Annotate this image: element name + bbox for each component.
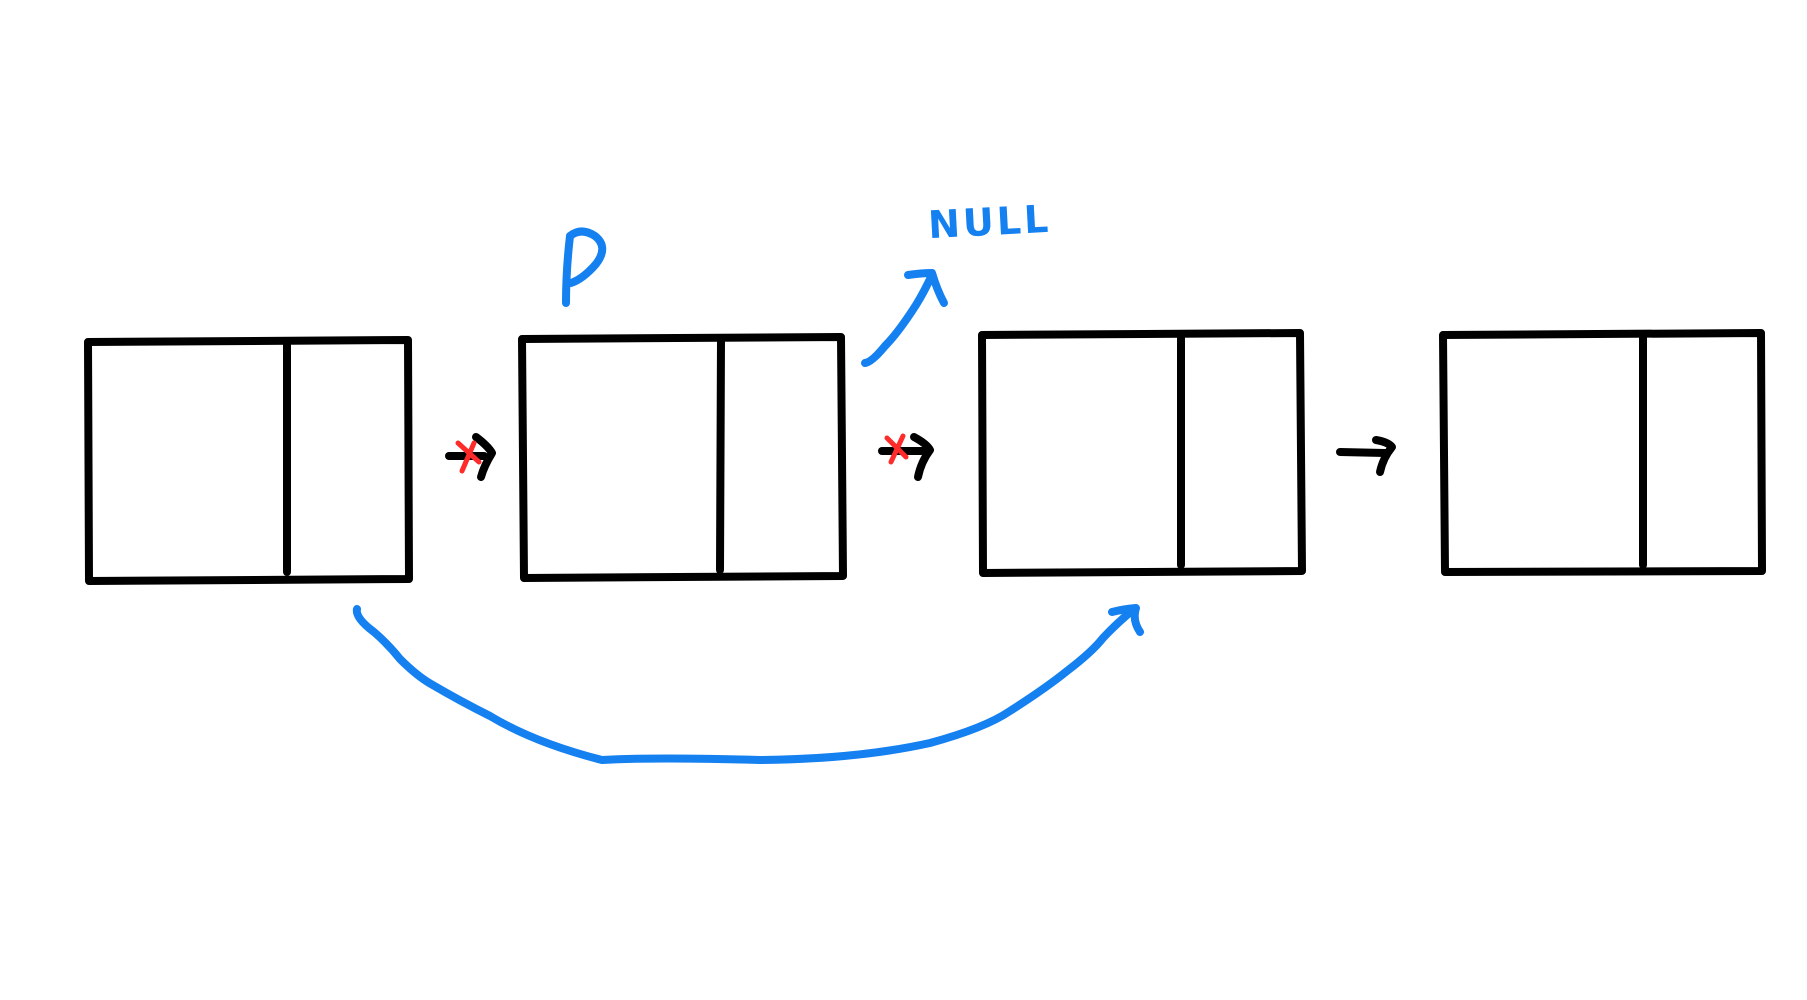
list-node-1	[84, 336, 413, 585]
list-node-3	[978, 329, 1306, 577]
null-label: NULL	[927, 197, 1052, 247]
node-1-box	[84, 336, 413, 585]
bypass-arrow-node1-to-node3	[352, 604, 1144, 764]
pointer-p-label	[562, 227, 607, 307]
node-2-box	[518, 333, 847, 582]
list-node-4	[1439, 329, 1766, 576]
pointer-p-text: P	[552, 302, 558, 313]
cross-mark-1	[455, 440, 482, 474]
node-4-box	[1439, 329, 1766, 576]
node-3-box	[978, 329, 1306, 577]
node-2-divider	[716, 336, 725, 574]
arrow-node3-to-node4	[1336, 436, 1396, 476]
list-node-2	[518, 333, 847, 582]
arrow-node2-to-null	[861, 269, 948, 367]
cross-mark-2	[884, 433, 909, 465]
